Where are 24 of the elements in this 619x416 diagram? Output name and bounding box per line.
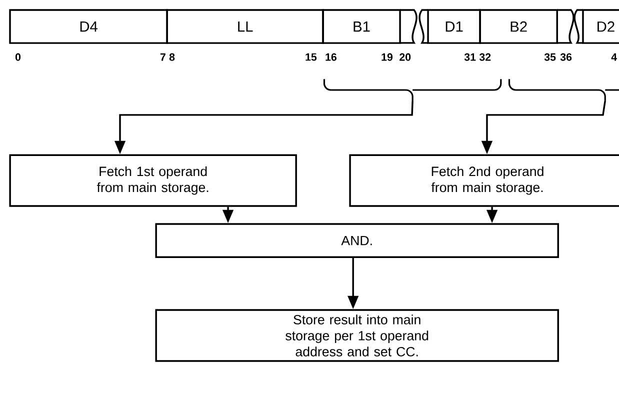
process-box: Fetch 1st operand from main storage. <box>9 154 297 207</box>
bit-number: 32 <box>479 53 491 61</box>
bit-number: 7 <box>160 53 166 61</box>
process-box: Fetch 2nd operand from main storage. <box>349 154 619 207</box>
bit-number: 35 <box>544 53 556 61</box>
process-box: AND. <box>155 223 559 258</box>
field-cell: D4 <box>9 9 168 44</box>
bit-number: 31 <box>464 53 476 61</box>
bit-number: 15 <box>306 53 317 61</box>
brace <box>508 78 619 102</box>
bit-number: 16 <box>326 53 336 61</box>
bit-number: 36 <box>560 53 572 61</box>
field-cell: D2 <box>582 9 619 44</box>
field-cell: B2 <box>479 9 558 44</box>
field-cell: D1 <box>427 9 481 44</box>
bit-number: 0 <box>15 53 21 61</box>
bit-number: 4 <box>611 53 617 61</box>
bit-number: 8 <box>169 53 175 61</box>
bit-number: 19 <box>382 53 393 61</box>
field-cell: B1 <box>322 9 401 44</box>
bit-number: 20 <box>400 53 411 61</box>
brace <box>323 78 502 102</box>
process-box: Store result into main storage per 1st operand address and set CC. <box>155 309 559 362</box>
field-cell: LL <box>166 9 324 44</box>
